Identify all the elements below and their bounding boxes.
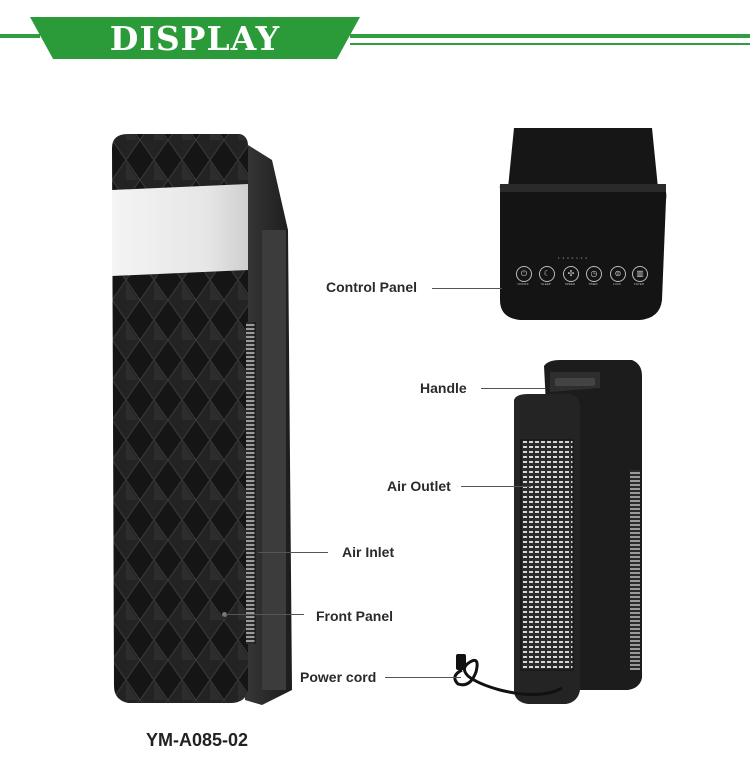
speed-indicator: 1 [558,256,561,260]
speed-icon: ✣ [567,269,575,278]
lock-icon: ⊜ [614,269,622,278]
lock-button[interactable]: ⊜ [610,266,626,282]
air-inlet-label: Air Inlet [342,544,395,560]
front-panel-leader [226,614,304,615]
speed-indicator: 3 [567,256,570,260]
timer-indicator: 4 [585,256,588,260]
speed-indicator: 2 [562,256,566,260]
front-panel-label: Front Panel [316,608,394,624]
timer-label: TIMER [588,282,598,286]
filter-label: FILTER [633,282,645,286]
power-cord-label: Power cord [300,669,377,685]
sleep-label: SLEEP [541,282,551,286]
header-stripe-left [0,34,40,38]
speed-label: SPEED [564,282,576,286]
air-outlet-label: Air Outlet [387,478,451,494]
header-stripe-right [350,34,750,38]
timer-indicator: 2 [580,256,584,260]
timer-icon: ◷ [590,269,598,278]
speed-indicator: A [571,256,575,260]
page-title: DISPLAY [109,19,281,58]
control-panel-buttons: 1 2 3 A 1 2 4 ⏻ ON/OFF ☾ SLEEP ✣ SPEED ◷… [512,256,652,292]
air-outlet-leader [461,486,531,487]
sleep-icon: ☾ [543,269,551,278]
lock-label: LOCK [612,282,622,286]
sleep-button[interactable]: ☾ [539,266,555,282]
speed-button[interactable]: ✣ [563,266,579,282]
timer-button[interactable]: ◷ [586,266,602,282]
power-cord-leader [385,677,461,678]
header-stripe-right-thin [350,43,750,45]
front-panel-marker [222,612,227,617]
filter-button[interactable]: ▥ [632,266,648,282]
header-banner [30,17,360,59]
handle-leader [481,388,545,389]
handle-label: Handle [420,380,467,396]
control-panel-leader [432,288,502,289]
timer-indicator: 1 [576,256,579,260]
power-icon: ⏻ [520,269,528,278]
control-panel-label: Control Panel [326,279,418,295]
model-number: YM-A085-02 [146,730,249,750]
air-inlet-leader [258,552,328,553]
onoff-label: ON/OFF [517,282,529,286]
onoff-button[interactable]: ⏻ [516,266,532,282]
filter-icon: ▥ [636,269,644,278]
